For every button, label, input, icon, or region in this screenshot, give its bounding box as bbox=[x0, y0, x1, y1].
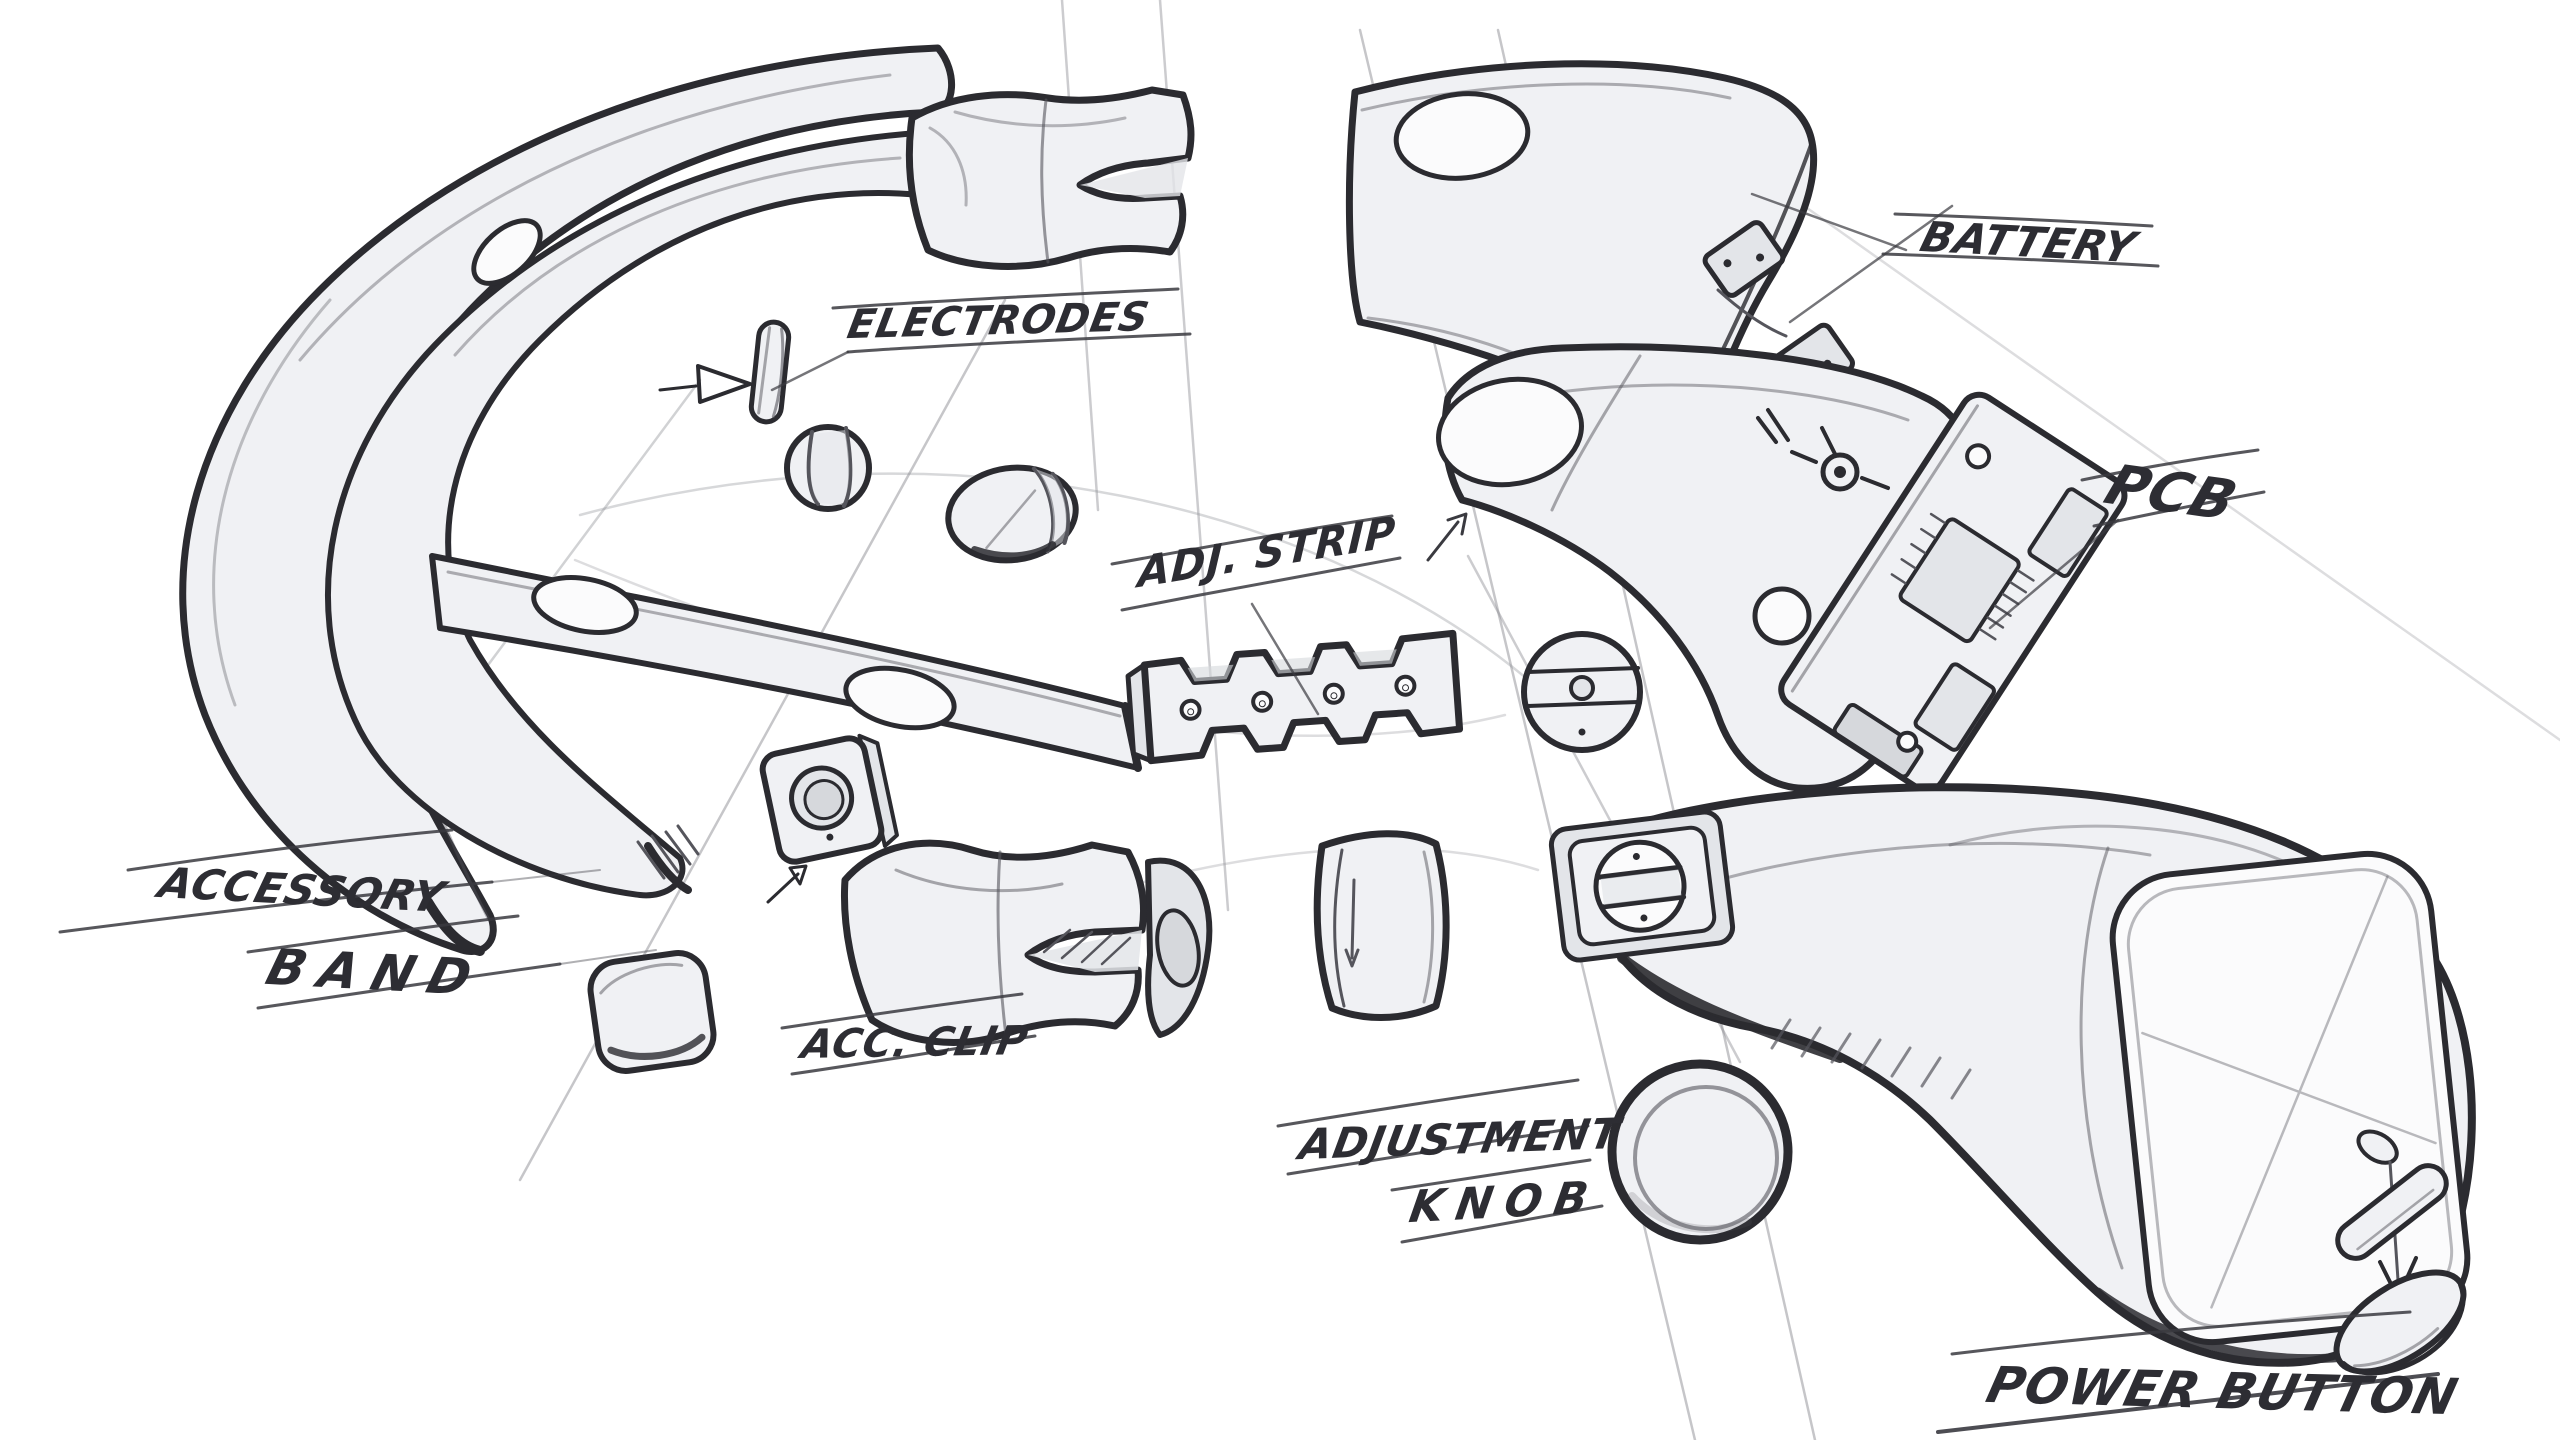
washer-part bbox=[1521, 631, 1643, 753]
main-band-part bbox=[429, 553, 1142, 772]
pivot-screw bbox=[1756, 408, 1890, 492]
label-accessory-band-line2: BAND bbox=[260, 938, 492, 1007]
label-electrodes: ELECTRODES bbox=[843, 294, 1154, 349]
clip-channel-hatching bbox=[1042, 928, 1132, 966]
sleeve-part bbox=[1313, 830, 1450, 1021]
electrode-arrow bbox=[696, 364, 752, 404]
grommet-part bbox=[759, 733, 899, 865]
band-slot-left bbox=[531, 575, 639, 635]
power-button-parts bbox=[2333, 1160, 2467, 1376]
adjustment-knob-part bbox=[1607, 1059, 1793, 1245]
band-slot-right bbox=[843, 665, 957, 731]
electrode-pin bbox=[748, 319, 792, 425]
pcb-board bbox=[1778, 391, 2128, 794]
battery-arm-slot bbox=[1393, 91, 1531, 181]
power-button-port bbox=[2356, 1129, 2399, 1165]
pcb-arm-hole bbox=[1752, 586, 1812, 646]
pcb-chip bbox=[1898, 517, 2021, 644]
knob-socket bbox=[1548, 809, 1736, 963]
power-button-cap bbox=[2333, 1269, 2467, 1376]
pcb-pins bbox=[1890, 512, 2035, 641]
label-underlines bbox=[58, 192, 2440, 1434]
electrode-pod-small bbox=[784, 424, 872, 512]
inner-band-part bbox=[324, 129, 947, 899]
label-adjustment-knob-line2: KNOB bbox=[1405, 1171, 1604, 1234]
band-slot-top bbox=[471, 218, 543, 286]
adjustment-strip-part bbox=[1125, 629, 1464, 765]
top-clip-part bbox=[905, 86, 1195, 270]
pcb-arm-part bbox=[1436, 343, 2128, 794]
label-acc-clip: ACC. CLIP bbox=[797, 1017, 1033, 1069]
battery-cell-1 bbox=[1702, 220, 1786, 298]
strip-holes bbox=[1179, 674, 1417, 721]
pcb-arm-slot bbox=[1436, 376, 1584, 488]
grommet-arrow bbox=[766, 864, 808, 904]
electrode-pod-large bbox=[945, 464, 1079, 564]
electrode-parts bbox=[658, 319, 1079, 564]
pod-edge-hatching bbox=[1770, 1018, 1972, 1100]
cushion-pad-part bbox=[587, 950, 717, 1074]
label-power-button: POWER BUTTON bbox=[1981, 1356, 2464, 1427]
acc-clip-part bbox=[841, 839, 1213, 1046]
band-tip-hatching bbox=[636, 824, 700, 880]
power-button-slot-cover bbox=[2335, 1163, 2449, 1261]
